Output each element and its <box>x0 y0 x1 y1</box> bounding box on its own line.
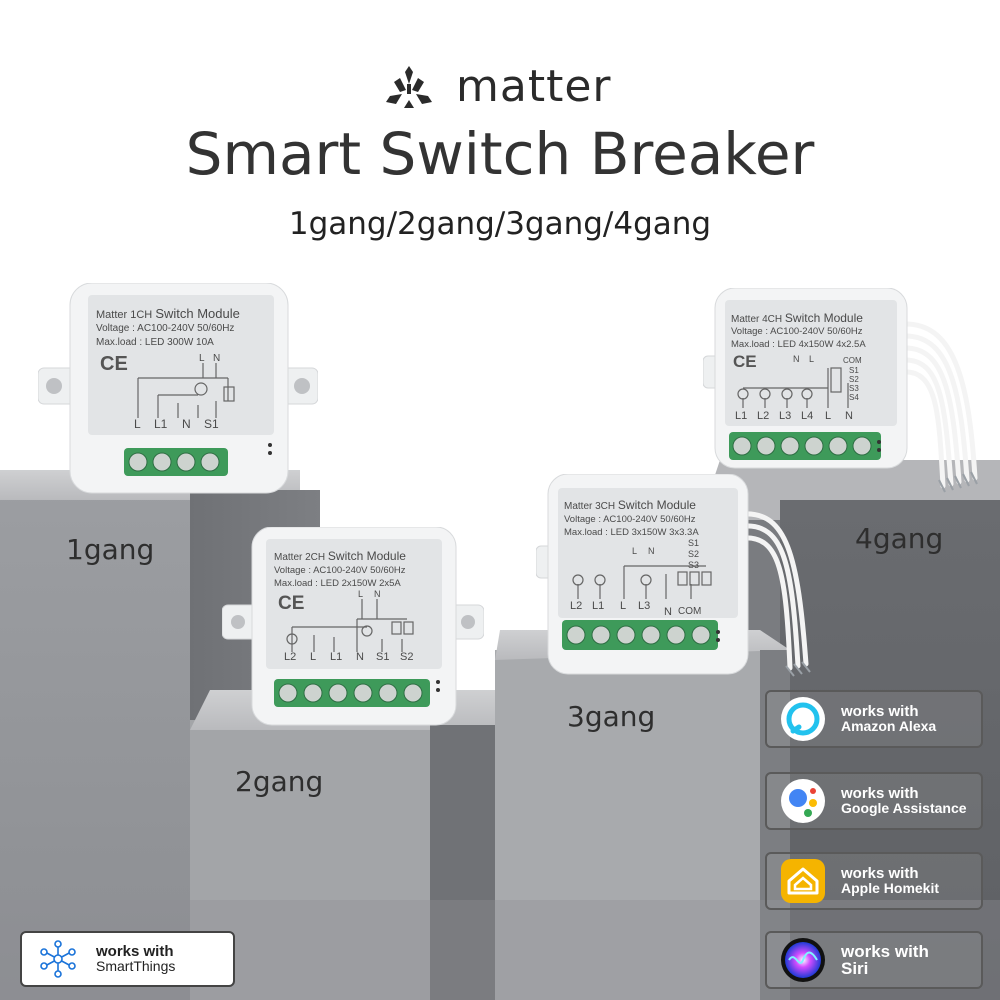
module-4ch-title-b: Switch Module <box>784 311 863 325</box>
homekit-icon <box>781 859 825 903</box>
module-1ch-terminal-s1: S1 <box>204 417 219 431</box>
badge-homekit-line1: works with <box>841 865 919 882</box>
module-4ch-body <box>703 288 978 493</box>
gang-label-4: 4gang <box>855 522 944 555</box>
badge-alexa-line1: works with <box>841 703 919 720</box>
badge-siri-line2: Siri <box>841 959 869 978</box>
badge-smartthings-line1: works with <box>96 943 174 960</box>
module-3ch-title-b: Switch Module <box>617 498 696 512</box>
module-3ch-top-l: L <box>632 546 638 556</box>
module-1ch-title-b: Switch Module <box>155 306 240 321</box>
module-4ch-ce-mark: CE <box>733 352 757 371</box>
module-1ch-top-n: N <box>213 353 221 364</box>
module-1ch-maxload: Max.load : LED 300W 10A <box>96 337 214 348</box>
badge-google-line2: Google Assistance <box>841 800 967 816</box>
page-title: Smart Switch Breaker <box>185 120 815 188</box>
page-subtitle: 1gang/2gang/3gang/4gang <box>288 206 712 242</box>
module-3ch-terminal-l3: L3 <box>638 600 651 612</box>
module-3ch-maxload: Max.load : LED 3x150W 3x3.3A <box>564 527 699 538</box>
module-3ch-top-n: N <box>648 546 655 556</box>
module-2ch-terminal-l: L <box>310 651 317 663</box>
brand-name: matter <box>456 61 612 112</box>
module-3ch-side-s1: S1 <box>688 538 700 548</box>
module-4ch-side-s1: S1 <box>849 366 859 375</box>
module-2ch-terminal-l2: L2 <box>284 651 297 663</box>
badge-alexa-line2: Amazon Alexa <box>841 718 937 734</box>
module-4ch-side-s4: S4 <box>849 393 859 402</box>
module-2ch-top-n: N <box>374 589 381 599</box>
module-1ch-top-l: L <box>199 353 205 364</box>
module-1ch-terminal-l1: L1 <box>154 417 168 431</box>
module-4ch-terminal-l: L <box>825 410 832 422</box>
module-2ch-title-b: Switch Module <box>327 549 406 563</box>
gang-label-2: 2gang <box>235 765 324 798</box>
brand-header: matter <box>384 62 644 112</box>
module-3ch-side-s2: S2 <box>688 549 700 559</box>
google-assistant-icon <box>781 779 825 823</box>
module-4ch-side-com: COM <box>843 356 862 365</box>
gang-label-3: 3gang <box>567 700 656 733</box>
module-4ch-voltage: Voltage : AC100-240V 50/60Hz <box>731 326 863 337</box>
module-3ch-terminal-l2: L2 <box>570 600 583 612</box>
badge-google-line1: works with <box>841 785 919 802</box>
module-2ch-terminal-l1: L1 <box>330 651 343 663</box>
module-4ch-maxload: Max.load : LED 4x150W 4x2.5A <box>731 339 866 350</box>
gang-label-1: 1gang <box>66 533 155 566</box>
siri-icon <box>781 938 825 982</box>
badge-homekit-line2: Apple Homekit <box>841 880 940 896</box>
module-4ch-top-n: N <box>793 354 800 364</box>
module-3ch-terminal-n: N <box>664 606 672 618</box>
module-2ch-top-l: L <box>358 589 364 599</box>
module-4ch-terminal-l1: L1 <box>735 410 748 422</box>
module-1ch-body <box>38 283 318 494</box>
module-2ch-ce-mark: CE <box>278 593 305 614</box>
module-3ch-side-s3: S3 <box>688 560 700 570</box>
module-2ch-maxload: Max.load : LED 2x150W 2x5A <box>274 578 401 589</box>
module-2ch-terminal-s1: S1 <box>376 651 390 663</box>
smartthings-icon <box>36 937 80 981</box>
module-3ch-body <box>536 474 811 677</box>
module-4ch-terminal-l2: L2 <box>757 410 770 422</box>
module-2ch-terminal-s2: S2 <box>400 651 414 663</box>
module-1ch-terminal-n: N <box>182 417 191 431</box>
module-2ch-title-a: Matter 2CH <box>274 552 326 563</box>
module-2ch-body <box>222 527 484 726</box>
module-1ch-terminal-l: L <box>134 417 141 431</box>
module-2ch: Matter 2CH Switch Module Voltage : AC100… <box>222 527 484 727</box>
module-1ch-voltage: Voltage : AC100-240V 50/60Hz <box>96 323 235 334</box>
module-4ch-terminal-n: N <box>845 410 853 422</box>
module-3ch-terminal-com: COM <box>678 606 702 617</box>
module-4ch-side-s2: S2 <box>849 375 859 384</box>
module-4ch: Matter 4CH Switch Module Voltage : AC100… <box>703 288 1000 500</box>
badge-smartthings-line2: SmartThings <box>96 958 176 974</box>
alexa-icon <box>781 697 825 741</box>
module-3ch-voltage: Voltage : AC100-240V 50/60Hz <box>564 514 696 525</box>
module-3ch-terminal-l1: L1 <box>592 600 605 612</box>
module-4ch-terminal-l3: L3 <box>779 410 792 422</box>
module-3ch-terminal-l: L <box>620 600 627 612</box>
module-3ch-title-a: Matter 3CH <box>564 501 616 512</box>
module-2ch-terminal-n: N <box>356 651 364 663</box>
badge-siri-line1: works with <box>841 942 929 961</box>
module-2ch-voltage: Voltage : AC100-240V 50/60Hz <box>274 565 406 576</box>
module-3ch: Matter 3CH Switch Module Voltage : AC100… <box>536 474 836 686</box>
module-4ch-title-a: Matter 4CH <box>731 314 783 325</box>
module-1ch-title-a: Matter 1CH <box>96 309 153 321</box>
module-4ch-terminal-l4: L4 <box>801 410 814 422</box>
module-4ch-side-s3: S3 <box>849 384 859 393</box>
module-1ch: Matter 1CH Switch Module Voltage : AC100… <box>38 283 318 498</box>
module-4ch-top-l: L <box>809 354 815 364</box>
matter-logo-icon <box>386 66 432 108</box>
module-1ch-ce-mark: CE <box>100 353 128 375</box>
